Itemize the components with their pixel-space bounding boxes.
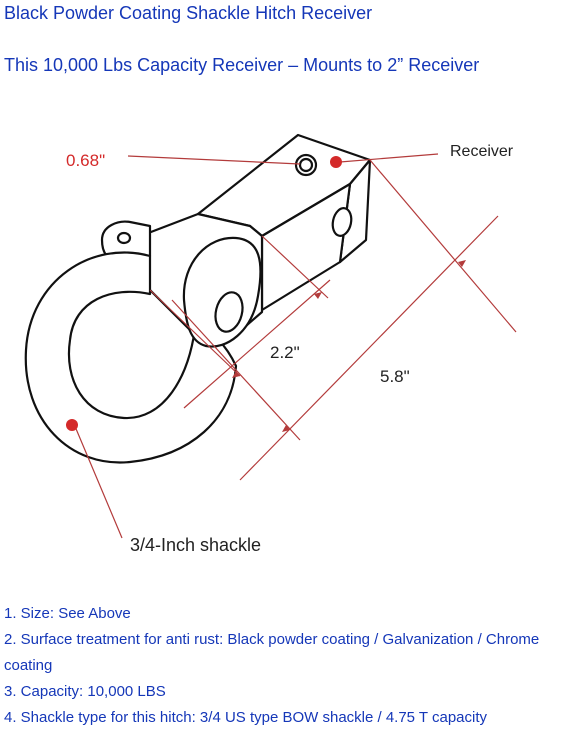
- arrow-2-2-a: [232, 371, 240, 378]
- arrow-5-8-b: [458, 260, 466, 267]
- shackle-pin-hole: [214, 291, 244, 333]
- page-title: Black Powder Coating Shackle Hitch Recei…: [4, 3, 373, 23]
- dimension-line-2-2: [183, 279, 331, 409]
- spec-item-shackle-type: 4. Shackle type for this hitch: 3/4 US t…: [4, 709, 488, 726]
- marker-pin-hole: [330, 156, 342, 168]
- arrow-5-8-a: [282, 425, 290, 432]
- label-length: 5.8": [380, 367, 410, 386]
- bow-shackle: [24, 251, 238, 464]
- spec-item-size: 1. Size: See Above: [4, 605, 131, 622]
- leader-shackle: [73, 423, 123, 539]
- leader-receiver: [339, 153, 439, 163]
- pin-hole-top-inner: [298, 157, 314, 173]
- label-receiver: Receiver: [450, 143, 514, 160]
- label-width: 2.2": [270, 343, 300, 362]
- spec-item-capacity: 3. Capacity: 10,000 LBS: [4, 683, 166, 700]
- arrow-2-2-b: [314, 292, 322, 299]
- hitch-receiver-diagram: 0.68" Receiver 2.2" 5.8" 3/4-Inch shackl…: [24, 133, 517, 555]
- extension-line-2-2-a: [149, 289, 241, 377]
- extension-line-5-8-b: [369, 159, 517, 333]
- ear-hole: [116, 231, 132, 245]
- spec-list: 1. Size: See Above 2. Surface treatment …: [4, 601, 570, 731]
- marker-shackle: [66, 419, 78, 431]
- extension-line-2-2-b: [261, 235, 329, 299]
- pin-hole-end: [331, 207, 353, 237]
- label-pin-hole: 0.68": [66, 151, 105, 170]
- extension-line-5-8-a: [171, 299, 301, 441]
- spec-item-surface: 2. Surface treatment for anti rust: Blac…: [4, 631, 540, 674]
- arrow-heads: [232, 260, 466, 432]
- page-subtitle: This 10,000 Lbs Capacity Receiver – Moun…: [4, 55, 480, 75]
- leader-pin-hole: [127, 155, 301, 165]
- receiver-drawing: [24, 133, 372, 464]
- label-shackle: 3/4-Inch shackle: [130, 535, 261, 555]
- dimension-lines: [73, 153, 517, 539]
